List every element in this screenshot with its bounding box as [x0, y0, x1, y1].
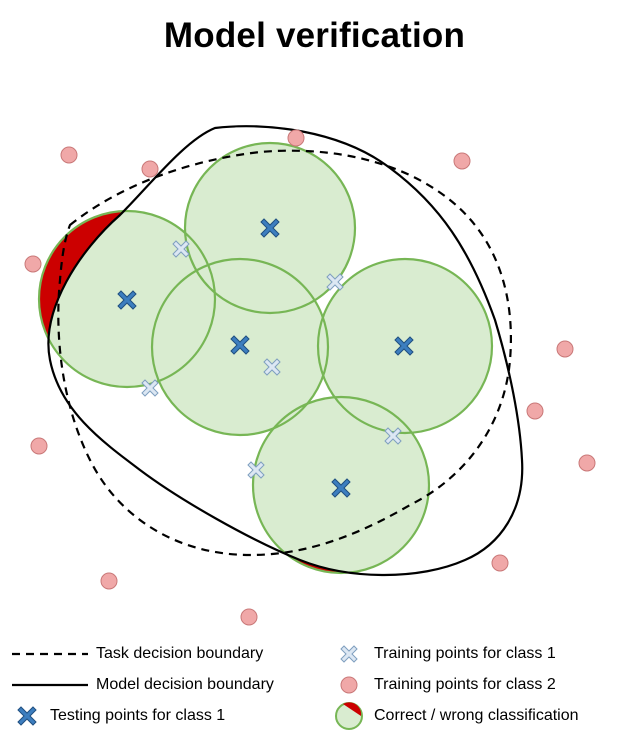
- training-point-class1: [141, 379, 159, 397]
- training-point-class2: [491, 554, 509, 572]
- training-point-class1: [384, 427, 402, 445]
- training-point-class2: [240, 608, 258, 626]
- training-point-class2: [453, 152, 471, 170]
- training-point-class2: [60, 146, 78, 164]
- training-point-class2: [556, 340, 574, 358]
- testing-point-class1: [117, 290, 137, 310]
- legend-training-class2-icon: [340, 676, 358, 694]
- legend-training-class1-label: Training points for class 1: [374, 645, 556, 662]
- legend-testing-class1-label: Testing points for class 1: [50, 707, 226, 724]
- diagram-title: Model verification: [163, 16, 466, 55]
- region-outlines: [37, 141, 494, 575]
- training-point-class1: [263, 358, 281, 376]
- training-points-class1: [141, 240, 402, 479]
- training-point-class2: [141, 160, 159, 178]
- training-points-class2: [24, 129, 596, 626]
- legend-training-class2-label: Training points for class 2: [374, 676, 556, 693]
- training-point-class1: [172, 240, 190, 258]
- region-outline-4: [316, 257, 494, 435]
- testing-point-class1: [230, 335, 250, 355]
- training-point-class2: [24, 255, 42, 273]
- training-point-class1: [326, 273, 344, 291]
- legend: [12, 645, 363, 730]
- legend-training-class1-icon: [340, 645, 358, 663]
- region-outline-2: [150, 257, 330, 437]
- legend-classification-label: Correct / wrong classification: [374, 707, 579, 724]
- legend-testing-point-icon: [17, 706, 37, 726]
- testing-points-class1: [117, 218, 414, 498]
- training-point-class2: [30, 437, 48, 455]
- region-outline-3: [183, 141, 357, 315]
- legend-task-boundary-label: Task decision boundary: [96, 645, 264, 662]
- region-outline-1: [37, 209, 217, 389]
- training-point-class1: [247, 461, 265, 479]
- training-point-class2: [100, 572, 118, 590]
- testing-point-class1: [331, 478, 351, 498]
- wrong-classification-areas: [39, 143, 492, 573]
- legend-classification-icon: [335, 702, 363, 730]
- legend-model-boundary-label: Model decision boundary: [96, 676, 274, 693]
- testing-point-class1: [394, 336, 414, 356]
- region-outline-5: [251, 395, 431, 575]
- training-point-class2: [287, 129, 305, 147]
- model-decision-boundary: [47, 125, 524, 577]
- training-point-class2: [526, 402, 544, 420]
- testing-point-class1: [260, 218, 280, 238]
- training-point-class2: [578, 454, 596, 472]
